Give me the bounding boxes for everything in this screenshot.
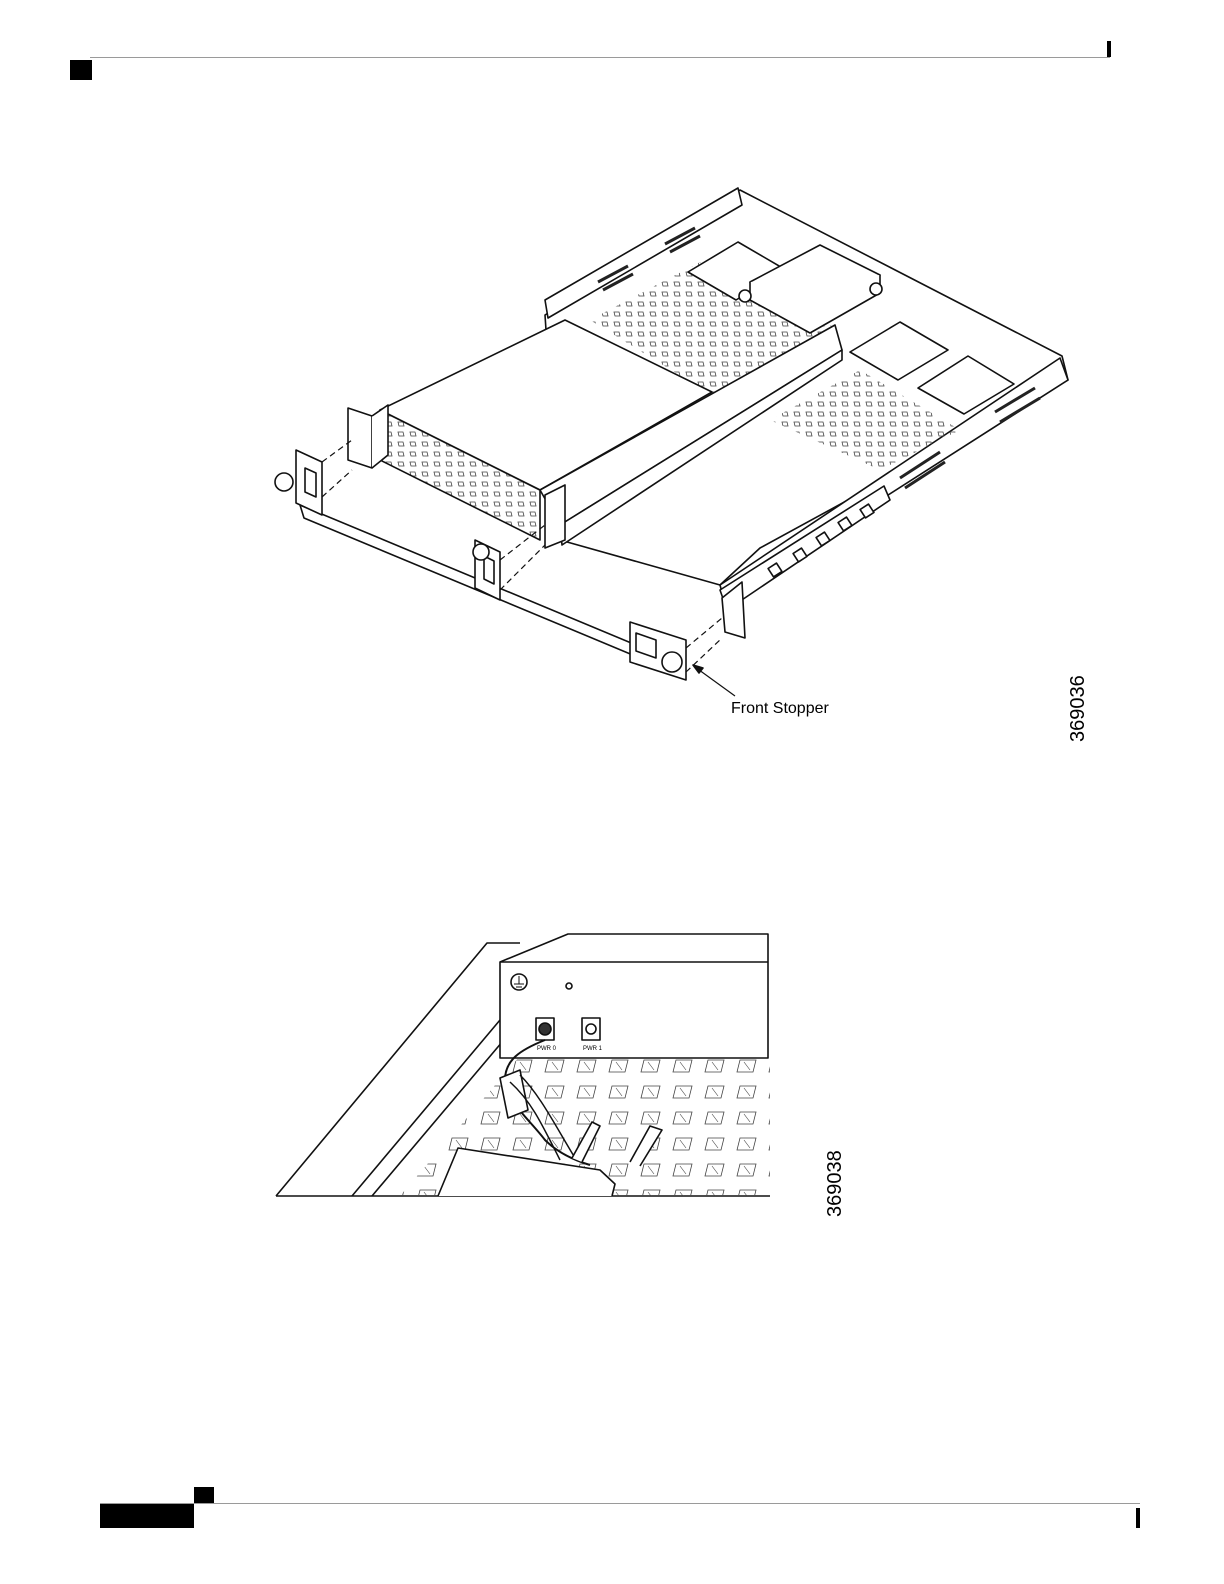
callout-front-stopper: Front Stopper (731, 700, 830, 717)
footer-page-tab (100, 1504, 194, 1528)
port-0-label: PWR 0 (537, 1046, 557, 1052)
figure-rack-tray-front-stopper: Front Stopper 369036 (0, 0, 1224, 800)
left-rack-ear (348, 408, 372, 468)
port-1-label: PWR 1 (583, 1046, 603, 1052)
footer-page-marker (194, 1487, 214, 1503)
footer-edge-marker (1136, 1508, 1140, 1528)
figure-power-connection: PWR 0 PWR 1 369038 (0, 900, 1224, 1240)
figure-id-369038: 369038 (824, 1150, 846, 1217)
footer-rule (100, 1503, 1140, 1504)
figure-id-369036: 369036 (1067, 675, 1089, 742)
stopper-plate-left (296, 450, 322, 515)
